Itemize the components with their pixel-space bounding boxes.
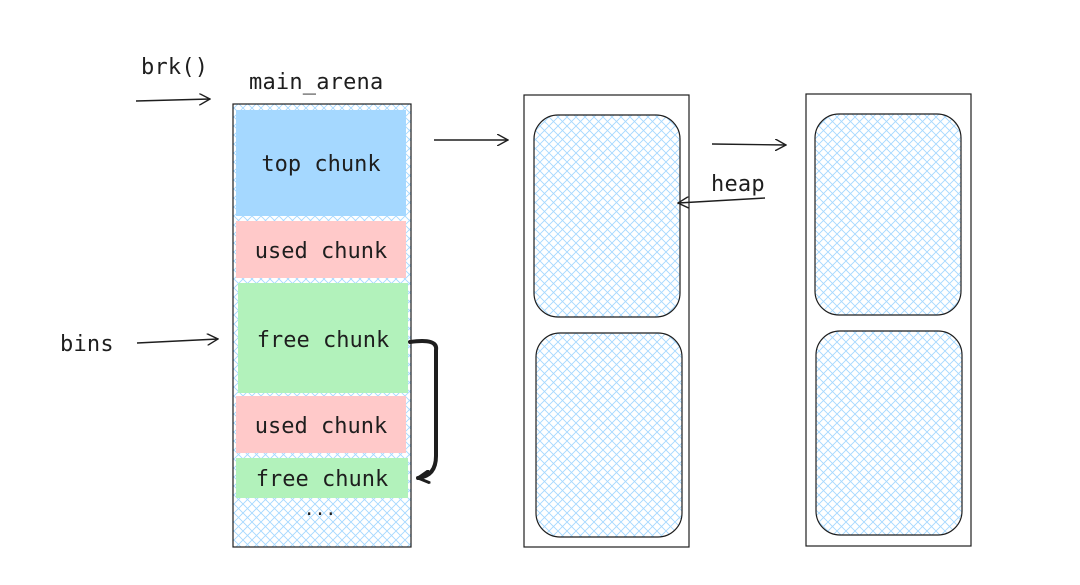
heap-segment-1: [523, 94, 690, 548]
heap-label-arrow: [678, 198, 766, 203]
heap-label: heap: [711, 172, 765, 197]
main-arena-box: top chunk used chunk free chunk used chu…: [232, 103, 412, 548]
heap-1-block-top: [533, 114, 681, 318]
free-chunk-2: [236, 458, 408, 498]
heap-segment-2: [805, 93, 972, 547]
free-chunk-1: [238, 283, 408, 393]
heap-2-block-top: [814, 113, 962, 316]
main-arena-label: main_arena: [249, 70, 384, 95]
heap-2-block-bottom: [815, 330, 963, 536]
brk-label: brk(): [141, 55, 209, 80]
free-chunk-2-label: free chunk: [256, 467, 388, 492]
bins-arrow: [136, 339, 218, 343]
heap-1-block-bottom: [535, 332, 683, 538]
used-chunk-1: [236, 221, 406, 278]
free-chunk-1-label: free chunk: [257, 328, 389, 353]
free-list-arrow: [408, 339, 439, 478]
used-chunk-1-label: used chunk: [255, 239, 387, 264]
bins-label: bins: [60, 332, 114, 357]
top-chunk-label: top chunk: [261, 152, 380, 177]
brk-arrow: [135, 99, 210, 101]
top-chunk: [236, 110, 406, 216]
used-chunk-2: [236, 396, 406, 453]
ellipsis: ...: [304, 499, 337, 520]
used-chunk-2-label: used chunk: [255, 414, 387, 439]
heap-to-heap-arrow: [711, 144, 786, 145]
